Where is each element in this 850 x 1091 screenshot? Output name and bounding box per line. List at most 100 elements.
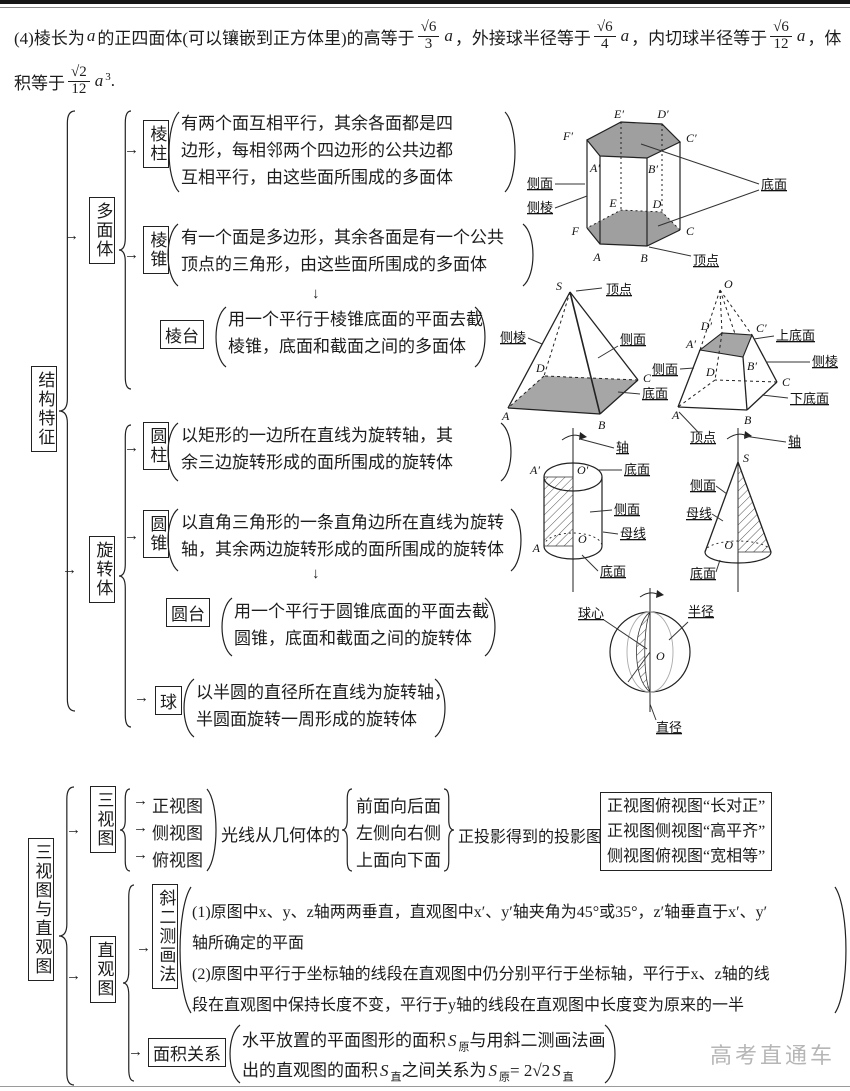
brace (119, 788, 131, 872)
node-cone: 圆锥 (143, 510, 170, 558)
apex-label: S (743, 451, 749, 465)
cone-frustum-description: 用一个平行于圆锥底面的平面去截 圆锥，底面和截面之间的旋转体 (234, 598, 489, 652)
paren (500, 422, 512, 482)
lateral-edge-label: 侧棱 (500, 330, 526, 345)
paren (167, 508, 179, 572)
desc-line: 以直角三角形的一条直角边所在直线为旋转 (181, 513, 504, 532)
lateral-edge-label: 侧棱 (527, 200, 553, 215)
prism-bottom-face (587, 210, 680, 246)
vertex-callout-label: 顶点 (606, 282, 632, 297)
vertex-label: F (571, 224, 580, 238)
paren (834, 886, 847, 1014)
desc-line: 半圆面旋转一周形成的旋转体 (196, 710, 417, 729)
cylinder-description: 以矩形的一边所在直线为旋转轴，其 余三边旋转形成的面所围成的旋转体 (181, 422, 453, 476)
vertex-label: B (640, 251, 648, 265)
var-a: a (444, 26, 453, 45)
direction-front-back: 前面向后面 (356, 797, 441, 816)
node-three-views: 三视图 (90, 786, 117, 853)
lateral-face-label: 侧面 (620, 332, 646, 347)
desc-line: 顶点的三角形，由这些面所围成的多面体 (181, 255, 487, 274)
var-S: S (448, 1031, 457, 1050)
paren (167, 422, 179, 482)
paren (474, 306, 486, 368)
var-a: a (620, 26, 630, 45)
intro-text: 的正四面体(可以镶嵌到正方体里)的高等于 (97, 28, 415, 48)
side-view-item: 侧视图 (152, 824, 203, 843)
point-label: A′ (529, 463, 540, 477)
node-cylinder: 圆柱 (143, 422, 170, 470)
prism-description: 有两个面互相平行，其余各面都是四 边形，每相邻两个四边形的公共边都 互相平行，由… (181, 110, 453, 191)
desc-line: 余三边旋转形成的面所围成的旋转体 (181, 453, 453, 472)
paren (179, 886, 192, 1014)
brace (58, 786, 75, 1086)
pyramid-frustum-figure: O A B C D A′ B′ C′ D′ 上底面 侧棱 侧面 下底面 顶点 (652, 277, 838, 445)
var-a: a (86, 26, 96, 45)
top-view-item: 俯视图 (152, 851, 203, 870)
vertex-label: D′ (656, 107, 669, 121)
vertex-label: A (501, 409, 510, 423)
pyramid-description: 有一个面是多边形，其余各面是有一个公共 顶点的三角形，由这些面所围成的多面体 (181, 224, 504, 278)
var-S: S (380, 1061, 389, 1080)
generatrix-label: 母线 (686, 506, 712, 521)
axis-label: 轴 (788, 434, 801, 449)
method-line-3: (2)原图中平行于坐标轴的线段在直观图中仍分别平行于坐标轴，平行于x、z轴的线 (192, 966, 770, 983)
direction-top-bottom: 上面向下面 (356, 851, 441, 870)
node-structure-features: 结构特征 (31, 366, 58, 452)
lateral-face-label: 侧面 (527, 176, 553, 191)
desc-line: 圆锥，底面和截面之间的旋转体 (234, 629, 472, 648)
method-line-1: (1)原图中x、y、z轴两两垂直，直观图中x′、y′轴夹角为45°或35°，z′… (192, 904, 768, 921)
cone-figure: S O 轴 侧面 母线 底面 (686, 428, 801, 592)
node-polyhedron: 多面体 (89, 197, 116, 264)
brace (118, 424, 132, 728)
hexagonal-prism-figure: F′ E′ D′ C′ A′ B′ E D F C A B 侧面 侧棱 底面 顶… (527, 107, 787, 268)
subscript: 原 (499, 1071, 510, 1084)
vertex-label: C (686, 224, 695, 238)
point-label: A (532, 541, 541, 555)
desc-line: 用一个平行于圆锥底面的平面去截 (234, 602, 489, 621)
vertex-label: C′ (756, 321, 767, 335)
arrow-right-icon: → (133, 820, 148, 836)
cylinder-figure: A′ O′ A O 轴 底面 侧面 母线 底面 (529, 428, 650, 592)
node-oblique-axonometric-method: 斜二测画法 (152, 884, 179, 989)
arrow-right-icon: → (136, 940, 151, 956)
var-a: a (94, 71, 104, 91)
brace (443, 788, 455, 872)
paren (229, 1024, 241, 1084)
desc-line: 以矩形的一边所在直线为旋转轴，其 (181, 426, 453, 445)
point-label: O (578, 532, 587, 546)
center-label: O (656, 649, 665, 663)
paren (434, 678, 446, 738)
paren (221, 597, 233, 657)
desc-line: 边形，每相邻两个四边形的公共边都 (181, 141, 453, 160)
upper-base-label: 上底面 (776, 328, 815, 343)
var-a: a (796, 26, 806, 45)
vertex-label: B′ (747, 359, 757, 373)
pyramid-base-face (508, 376, 638, 414)
vertex-label: E′ (613, 107, 624, 121)
lateral-face-label: 侧面 (690, 478, 716, 493)
area-equation: = 2√2 (510, 1061, 551, 1080)
point-label: O′ (577, 463, 589, 477)
node-solid-of-revolution: 旋转体 (89, 536, 116, 603)
lateral-face-label: 侧面 (614, 502, 640, 517)
arrow-right-icon: → (124, 247, 139, 263)
vertex-callout-label: 顶点 (690, 430, 716, 445)
arrow-down-icon: ↓ (312, 286, 320, 302)
brace (58, 110, 76, 712)
watermark: 高考直通车 (710, 1043, 836, 1068)
paren (206, 788, 217, 872)
arrow-right-icon: → (124, 440, 139, 456)
arrow-right-icon: → (124, 142, 139, 158)
rotation-arrowhead (579, 432, 587, 440)
bottom-thin-rule (0, 1086, 850, 1087)
arrow-right-icon: → (66, 968, 81, 984)
exponent: 3 (105, 70, 111, 83)
node-sphere: 球 (155, 686, 182, 715)
desc-line: 有一个面是多边形，其余各面是有一个公共 (181, 228, 504, 247)
node-three-views-and-intuitive: 三视图与直观图 (28, 838, 55, 981)
paren (504, 111, 516, 193)
